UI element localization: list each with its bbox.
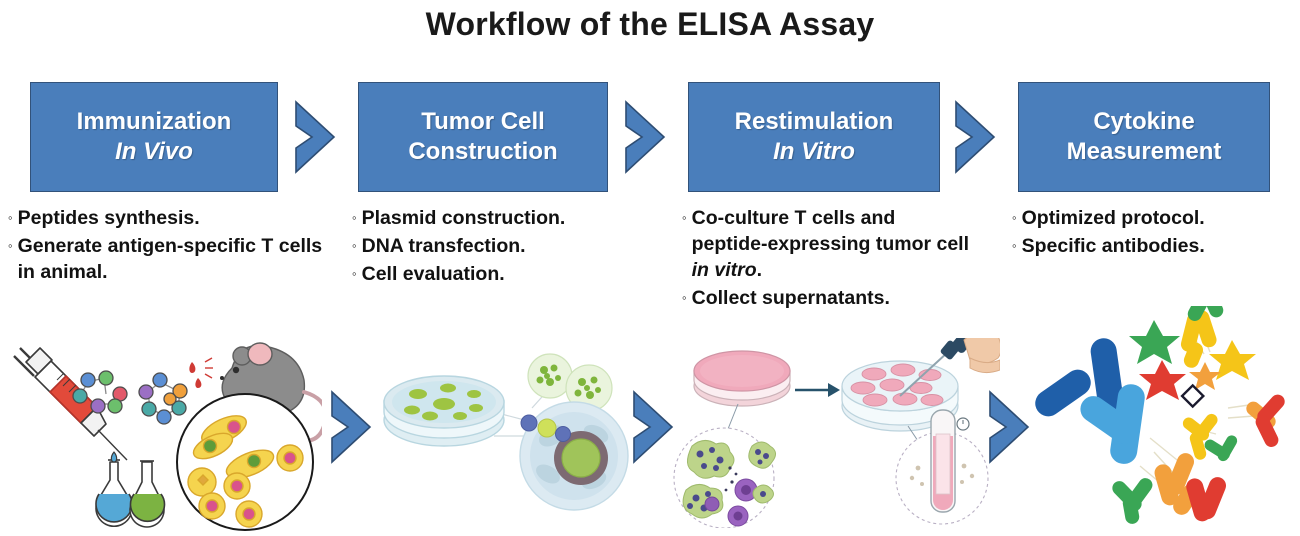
- tumor-cell-blob-3: [748, 441, 776, 469]
- right-arrow: [795, 383, 840, 397]
- blue-flask-icon: [95, 451, 133, 527]
- antibody-y-icon: [1080, 384, 1145, 464]
- tumor-cell-blob-2: [682, 484, 724, 519]
- chevron-right-arrow: [331, 390, 372, 464]
- bullet-marker-icon: ◦: [352, 265, 357, 281]
- t-cell-2: [727, 505, 749, 527]
- stage-title-line2: In Vitro: [773, 138, 855, 165]
- bullet-text: Peptides synthesis.: [17, 207, 200, 229]
- small-square-marker-icon: [1180, 383, 1206, 409]
- bullet-marker-icon: ◦: [682, 210, 687, 225]
- bullet-list-restimulation: ◦ Co-culture T cells and peptide-express…: [682, 206, 972, 314]
- antibody-y-icon: [1187, 306, 1224, 321]
- antibody-y-icon: [1204, 435, 1238, 462]
- stage-title-line1: Immunization: [76, 108, 232, 135]
- bullet-text-pre: Co-culture T cells and peptide-expressin…: [691, 207, 970, 255]
- bullet-text-italic: in vitro: [691, 258, 757, 281]
- bullet-text: Co-culture T cells and peptide-expressin…: [692, 206, 972, 284]
- bullet-list-immunization: ◦ Peptides synthesis. ◦ Generate antigen…: [8, 206, 328, 288]
- bullet-text: Collect supernatants.: [691, 286, 890, 309]
- bullet-text: Specific antibodies.: [1021, 234, 1205, 257]
- cytokine-star-icon: [1209, 340, 1256, 380]
- stage-title-line1: Cytokine: [1093, 108, 1195, 135]
- list-item: ◦ Generate antigen-specific T cells in a…: [8, 234, 328, 286]
- antibody-y-icon: [1246, 394, 1285, 447]
- stage-box-tumor-cell-construction: Tumor Cell Construction: [358, 82, 608, 192]
- cytokine-dots: [724, 466, 738, 492]
- magnified-coculture-cells-icon: [673, 427, 776, 528]
- bullet-marker-icon: ◦: [352, 237, 357, 253]
- bullet-list-tumor-cell-construction: ◦ Plasmid construction. ◦ DNA transfecti…: [352, 206, 652, 290]
- list-item: ◦ Collect supernatants.: [682, 286, 972, 312]
- bullet-marker-icon: ◦: [8, 237, 13, 253]
- cytokine-measurement-illustration: [1035, 306, 1285, 524]
- list-item: ◦ Specific antibodies.: [1012, 234, 1297, 260]
- tumor-cell-blob: [687, 440, 735, 479]
- cell-circle-illustration: [176, 393, 314, 531]
- list-item: ◦ DNA transfection.: [352, 234, 652, 260]
- pipette-hand-icon: [899, 338, 1000, 397]
- stage-title-line1: Tumor Cell: [421, 108, 545, 135]
- stage-box-restimulation: Restimulation In Vitro: [688, 82, 940, 192]
- cell-cluster-small-icon-2: [565, 364, 613, 412]
- stage-title-line2: Construction: [408, 138, 558, 165]
- bullet-text: Generate antigen-specific T cells in ani…: [17, 234, 323, 283]
- bullet-text: Optimized protocol.: [1021, 207, 1205, 229]
- bullet-marker-icon: ◦: [1012, 210, 1017, 225]
- bullet-marker-icon: ◦: [682, 289, 687, 305]
- antibody-y-icon: [1182, 413, 1218, 460]
- chevron-right-arrow: [295, 100, 336, 174]
- cytokine-star-icon: [1189, 362, 1221, 390]
- blood-drops-icon: [189, 357, 213, 388]
- bullet-marker-icon: ◦: [352, 210, 357, 225]
- chevron-right-arrow: [989, 390, 1030, 464]
- list-item: ◦ Cell evaluation.: [352, 262, 652, 288]
- chevron-right-arrow: [625, 100, 666, 174]
- test-tube-supernatant-icon: [895, 409, 989, 525]
- petri-dish-green-colonies-icon: [383, 375, 505, 447]
- bullet-list-cytokine-measurement: ◦ Optimized protocol. ◦ Specific antibod…: [1012, 206, 1297, 262]
- restimulation-illustration: [673, 338, 1000, 528]
- stage-title-line2: Measurement: [1066, 138, 1222, 165]
- antibody-y-icon: [1112, 478, 1153, 524]
- bullet-text: Plasmid construction.: [361, 207, 566, 229]
- bullet-marker-icon: ◦: [8, 210, 13, 225]
- magnified-cell-with-nucleus-icon: [519, 401, 629, 511]
- pink-petri-dish-icon: [693, 350, 791, 407]
- cytokine-star-icon: [1139, 360, 1186, 400]
- chevron-right-arrow: [955, 100, 996, 174]
- tumor-cell-blob-4: [752, 484, 774, 504]
- page-title: Workflow of the ELISA Assay: [425, 6, 875, 42]
- plasmid-particles-icon: [520, 414, 571, 442]
- list-item: ◦ Optimized protocol.: [1012, 206, 1297, 232]
- cytokine-star-icon: [1129, 320, 1180, 364]
- stage-title-line2: In Vivo: [115, 138, 193, 165]
- antibody-y-icon: [1180, 310, 1217, 368]
- list-item: ◦ Peptides synthesis.: [8, 206, 328, 232]
- list-item: ◦ Plasmid construction.: [352, 206, 652, 232]
- multiwell-plate-icon: [841, 360, 959, 432]
- cell-cluster-small-icon: [527, 353, 573, 399]
- antibody-y-icon: [1186, 477, 1227, 522]
- list-item: ◦ Co-culture T cells and peptide-express…: [682, 206, 972, 284]
- peptide-molecule-cluster-icon: [72, 370, 128, 414]
- immunization-illustration: [13, 342, 322, 531]
- tumor-cell-construction-illustration: [383, 353, 629, 511]
- chevron-right-arrow: [633, 390, 674, 464]
- bullet-marker-icon: ◦: [1012, 237, 1017, 253]
- green-flask-icon: [129, 460, 166, 528]
- bullet-text-post: .: [756, 258, 763, 281]
- antibody-y-icon: [1035, 338, 1124, 417]
- stage-box-cytokine-measurement: Cytokine Measurement: [1018, 82, 1270, 192]
- peptide-ring-cluster-icon: [138, 372, 188, 425]
- bullet-text: Cell evaluation.: [361, 262, 505, 285]
- stage-title-line1: Restimulation: [734, 108, 894, 135]
- stage-box-immunization: Immunization In Vivo: [30, 82, 278, 192]
- bullet-text: DNA transfection.: [361, 234, 526, 257]
